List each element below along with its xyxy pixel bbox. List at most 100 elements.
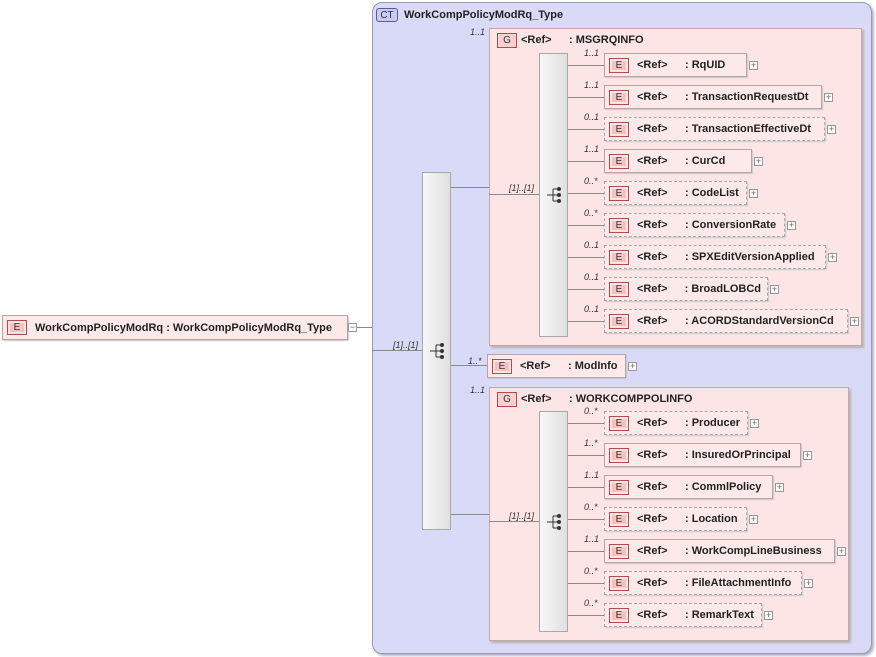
element-cardinality: 0..* xyxy=(584,208,598,218)
element-name: : SPXEditVersionApplied xyxy=(685,251,815,263)
element-modinfo[interactable]: E <Ref> : ModInfo xyxy=(487,354,626,378)
group-badge: G xyxy=(497,32,517,48)
connector-line xyxy=(568,289,604,290)
child-element[interactable]: E<Ref>: CurCd xyxy=(604,149,752,173)
element-ref: <Ref> xyxy=(637,481,668,493)
collapse-icon[interactable]: − xyxy=(348,322,357,332)
element-name: : TransactionEffectiveDt xyxy=(685,123,811,135)
element-badge: E xyxy=(609,313,629,329)
element-badge: E xyxy=(609,249,629,265)
connector-line xyxy=(568,97,604,98)
child-element[interactable]: E<Ref>: WorkCompLineBusiness xyxy=(604,539,835,563)
group-header: G <Ref> : MSGRQINFO xyxy=(497,32,644,48)
element-badge: E xyxy=(609,575,629,591)
root-element[interactable]: E WorkCompPolicyModRq : WorkCompPolicyMo… xyxy=(2,315,348,340)
element-name: : BroadLOBCd xyxy=(684,283,761,295)
complex-type-header: CT WorkCompPolicyModRq_Type xyxy=(376,7,563,23)
child-element[interactable]: E<Ref>: TransactionRequestDt xyxy=(604,85,822,109)
element-badge: E xyxy=(609,281,629,297)
element-ref: <Ref> xyxy=(637,123,668,135)
expand-icon[interactable]: + xyxy=(850,316,859,326)
child-element[interactable]: E<Ref>: ACORDStandardVersionCd xyxy=(604,309,848,333)
element-cardinality: 0..1 xyxy=(584,112,600,122)
element-badge: E xyxy=(609,543,629,559)
group-name: : WORKCOMPPOLINFO xyxy=(569,393,693,405)
connector-line xyxy=(489,194,539,195)
connector-line xyxy=(489,521,539,522)
expand-icon[interactable]: + xyxy=(749,188,758,198)
element-ref: <Ref> xyxy=(520,360,551,372)
group-badge: G xyxy=(497,391,517,407)
element-badge: E xyxy=(609,415,629,431)
expand-icon[interactable]: + xyxy=(749,60,758,70)
group-ref: <Ref> xyxy=(521,393,552,405)
element-ref: <Ref> xyxy=(637,155,668,167)
connector-line xyxy=(568,65,604,66)
element-cardinality: 0..1 xyxy=(584,272,600,282)
expand-icon[interactable]: + xyxy=(754,156,763,166)
element-badge: E xyxy=(7,320,27,335)
element-cardinality: 1..1 xyxy=(584,470,600,480)
element-cardinality: 1..* xyxy=(584,438,598,448)
connector-line xyxy=(357,327,372,328)
element-cardinality: 1..1 xyxy=(584,48,600,58)
expand-icon[interactable]: + xyxy=(824,92,833,102)
group-name: : MSGRQINFO xyxy=(569,34,644,46)
expand-icon[interactable]: + xyxy=(827,124,836,134)
connector-line xyxy=(568,519,604,520)
sequence-icon xyxy=(547,514,561,530)
element-cardinality: 1..1 xyxy=(584,80,600,90)
expand-icon[interactable]: + xyxy=(804,578,813,588)
element-badge: E xyxy=(609,607,629,623)
element-badge: E xyxy=(609,121,629,137)
expand-icon[interactable]: + xyxy=(775,482,784,492)
element-badge: E xyxy=(609,447,629,463)
element-badge: E xyxy=(609,185,629,201)
child-element[interactable]: E<Ref>: CodeList xyxy=(604,181,747,205)
element-cardinality: 0..1 xyxy=(584,240,600,250)
child-element[interactable]: E<Ref>: CommlPolicy xyxy=(604,475,773,499)
element-badge: E xyxy=(609,153,629,169)
expand-icon[interactable]: + xyxy=(628,361,637,371)
element-ref: <Ref> xyxy=(637,187,668,199)
complex-type-badge: CT xyxy=(376,8,398,22)
element-ref: <Ref> xyxy=(637,577,668,589)
element-name: : Location xyxy=(685,513,738,525)
element-name: : CommlPolicy xyxy=(685,481,762,493)
expand-icon[interactable]: + xyxy=(750,418,759,428)
child-element[interactable]: E <Ref> : FileAttachmentInfo xyxy=(604,571,802,595)
group-ref: <Ref> xyxy=(521,34,552,46)
expand-icon[interactable]: + xyxy=(749,514,758,524)
element-name: : ModInfo xyxy=(568,360,618,372)
connector-line xyxy=(568,225,604,226)
expand-icon[interactable]: + xyxy=(803,450,812,460)
child-element[interactable]: E<Ref>: ConversionRate xyxy=(604,213,785,237)
element-badge: E xyxy=(609,511,629,527)
element-name: : TransactionRequestDt xyxy=(685,91,809,103)
element-cardinality: 0..* xyxy=(584,598,598,608)
sequence-icon xyxy=(547,187,561,203)
element-name: : RemarkText xyxy=(685,609,754,621)
expand-icon[interactable]: + xyxy=(828,252,837,262)
child-element[interactable]: E<Ref>: RemarkText xyxy=(604,603,762,627)
element-badge: E xyxy=(492,358,512,374)
child-element[interactable]: E<Ref>: BroadLOBCd xyxy=(604,277,768,301)
element-badge: E xyxy=(609,217,629,233)
connector-line xyxy=(568,423,604,424)
element-cardinality: 0..* xyxy=(584,176,598,186)
element-name: : FileAttachmentInfo xyxy=(685,577,792,589)
element-cardinality: 0..1 xyxy=(584,304,600,314)
child-element[interactable]: E <Ref> : TransactionEffectiveDt xyxy=(604,117,825,141)
expand-icon[interactable]: + xyxy=(837,546,846,556)
element-ref: <Ref> xyxy=(637,219,668,231)
child-element[interactable]: E<Ref>: RqUID xyxy=(604,53,747,77)
child-element[interactable]: E<Ref>: Location xyxy=(604,507,747,531)
expand-icon[interactable]: + xyxy=(770,284,779,294)
expand-icon[interactable]: + xyxy=(787,220,796,230)
child-element[interactable]: E<Ref>: InsuredOrPrincipal xyxy=(604,443,801,467)
child-element[interactable]: E<Ref>: Producer xyxy=(604,411,748,435)
expand-icon[interactable]: + xyxy=(764,610,773,620)
child-element[interactable]: E<Ref>: SPXEditVersionApplied xyxy=(604,245,826,269)
element-name: : WorkCompLineBusiness xyxy=(685,545,822,557)
element-ref: <Ref> xyxy=(637,59,668,71)
